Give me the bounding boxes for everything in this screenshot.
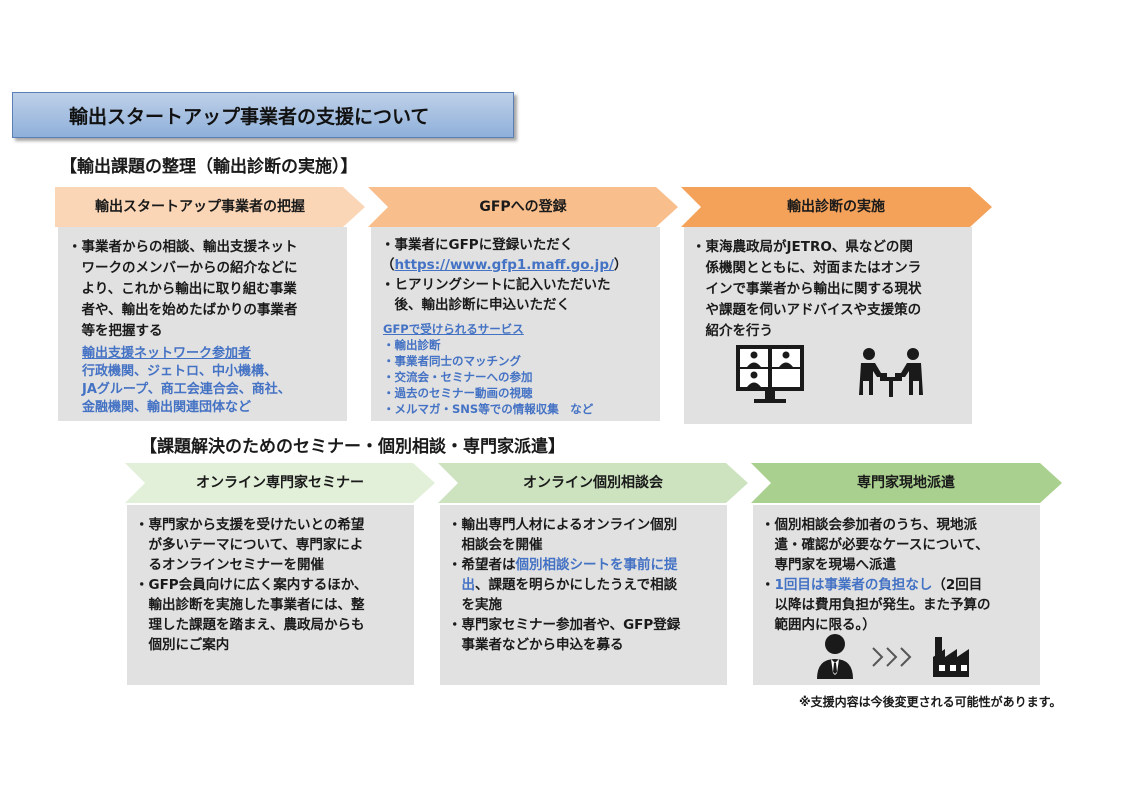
step-box-diagnosis: ・東海農政局がJETRO、県などの関 係機関とともに、対面またはオンラ インで事… bbox=[684, 227, 972, 424]
gfp-service-item: ・輸出診断 bbox=[383, 338, 441, 352]
grasp-line-3: より、これから輸出に取り組む事業 bbox=[68, 281, 297, 297]
step-label-grasp: 輸出スタートアップ事業者の把握 bbox=[95, 199, 305, 215]
meeting-table-icon bbox=[856, 347, 926, 399]
dispatch-line-6: 範囲内に限る。） bbox=[761, 617, 876, 633]
seminar-line-1: ・専門家から支援を受けたいとの希望 bbox=[135, 517, 365, 533]
step-box-dispatch: ・個別相談会参加者のうち、現地派 遣・確認が必要なケースについて、 専門家を現場… bbox=[753, 505, 1040, 685]
network-members-line-2: JAグループ、商工会連合会、商社、 bbox=[82, 382, 291, 397]
consultation-sheet-highlight: 個別相談シートを事前に提 bbox=[515, 557, 678, 573]
dispatch-line-2: 遣・確認が必要なケースについて、 bbox=[761, 537, 989, 553]
gfp-link-close: ） bbox=[613, 257, 628, 273]
seminar-line-3: るオンラインセミナーを開催 bbox=[135, 557, 324, 573]
dispatch-line-5: 以降は費用負担が発生。また予算の bbox=[761, 597, 991, 613]
business-person-icon bbox=[815, 633, 855, 679]
dispatch-free-highlight: 1回目は事業者の負担なし bbox=[774, 577, 933, 593]
step-label-seminar: オンライン専門家セミナー bbox=[196, 475, 364, 491]
consultation-line-3: ・希望者は個別相談シートを事前に提 bbox=[448, 555, 678, 576]
step-label-gfp: GFPへの登録 bbox=[479, 199, 567, 215]
step-label-consultation: オンライン個別相談会 bbox=[523, 475, 663, 491]
chevron-shape bbox=[681, 187, 992, 227]
step-box-seminar: ・専門家から支援を受けたいとの希望 が多いテーマについて、専門家によ るオンライ… bbox=[127, 505, 414, 685]
factory-icon bbox=[931, 633, 977, 677]
page-title: 輸出スタートアップ事業者の支援について bbox=[69, 106, 430, 128]
consultation-line-6: ・専門家セミナー参加者や、GFP登録 bbox=[448, 617, 681, 633]
grasp-line-2: ワークのメンバーからの紹介などに bbox=[68, 260, 298, 276]
consultation-indent bbox=[448, 577, 462, 593]
triple-chevron-arrow-icon bbox=[871, 645, 915, 669]
diagnosis-line-1: ・東海農政局がJETRO、県などの関 bbox=[692, 239, 913, 255]
section2-heading: 【課題解決のためのセミナー・個別相談・専門家派遣】 bbox=[140, 437, 565, 457]
title-banner: 輸出スタートアップ事業者の支援について bbox=[12, 92, 514, 138]
seminar-line-5: 輸出診断を実施した事業者には、整 bbox=[135, 597, 365, 613]
seminar-line-6: 理した課題を踏まえ、農政局からも bbox=[135, 617, 365, 633]
consultation-line-5: を実施 bbox=[448, 597, 502, 613]
seminar-line-2: が多いテーマについて、専門家によ bbox=[135, 537, 364, 553]
section1-heading: 【輸出課題の整理（輸出診断の実施）】 bbox=[60, 157, 358, 177]
diagnosis-line-3: インで事業者から輸出に関する現状 bbox=[692, 281, 922, 297]
consultation-sheet-highlight-end: 出 bbox=[461, 577, 476, 593]
gfp-link-open: （ bbox=[381, 257, 395, 273]
step-chevron-grasp: 輸出スタートアップ事業者の把握 bbox=[55, 187, 365, 227]
step-box-grasp: ・事業者からの相談、輸出支援ネット ワークのメンバーからの紹介などに より、これ… bbox=[58, 227, 347, 421]
chevron-shape bbox=[125, 463, 435, 503]
consultation-line-2: 相談会を開催 bbox=[448, 537, 543, 553]
step-box-consultation: ・輸出専門人材によるオンライン個別 相談会を開催 ・希望者は個別相談シートを事前… bbox=[440, 505, 727, 685]
consultation-line-1: ・輸出専門人材によるオンライン個別 bbox=[448, 517, 678, 533]
network-members-line-1: 行政機関、ジェトロ、中小機構、 bbox=[82, 364, 278, 379]
network-members-line-3: 金融機関、輸出関連団体など bbox=[82, 400, 252, 415]
gfp-service-item: ・メルマガ・SNS等での情報収集 など bbox=[383, 402, 594, 416]
consultation-line-4-text: 、課題を明らかにしたうえで相談 bbox=[475, 577, 678, 593]
step-chevron-gfp: GFPへの登録 bbox=[368, 187, 678, 227]
chevron-shape bbox=[438, 463, 748, 503]
diagnosis-line-5: 紹介を行う bbox=[692, 323, 773, 339]
step-box-gfp: ・事業者にGFPに登録いただく （https://www.gfp1.maff.g… bbox=[371, 227, 660, 421]
step-label-diagnosis: 輸出診断の実施 bbox=[787, 199, 885, 215]
footnote: ※支援内容は今後変更される可能性があります。 bbox=[799, 695, 1062, 709]
gfp-website-link[interactable]: https://www.gfp1.maff.go.jp/ bbox=[394, 257, 614, 273]
gfp-service-item: ・事業者同士のマッチング bbox=[383, 354, 521, 368]
consultation-line-3-text: ・希望者は bbox=[448, 557, 516, 573]
video-conference-icon bbox=[734, 343, 806, 405]
diagnosis-line-4: や課題を伺いアドバイスや支援策の bbox=[692, 302, 922, 318]
gfp-line-1: ・事業者にGFPに登録いただく bbox=[381, 237, 574, 253]
gfp-line-3: ・ヒアリングシートに記入いただいた bbox=[381, 277, 611, 293]
grasp-line-4: 者や、輸出を始めたばかりの事業者 bbox=[68, 302, 298, 318]
gfp-link-line: （https://www.gfp1.maff.go.jp/） bbox=[381, 255, 627, 276]
step-chevron-consultation: オンライン個別相談会 bbox=[438, 463, 748, 503]
dispatch-line-4: ・1回目は事業者の負担なし（2回目 bbox=[761, 575, 982, 596]
gfp-service-item: ・過去のセミナー動画の視聴 bbox=[383, 386, 533, 400]
seminar-line-7: 個別にご案内 bbox=[135, 637, 230, 653]
consultation-line-4: 出、課題を明らかにしたうえで相談 bbox=[448, 575, 678, 596]
step-label-dispatch: 専門家現地派遣 bbox=[857, 475, 955, 491]
step-chevron-diagnosis: 輸出診断の実施 bbox=[681, 187, 992, 227]
dispatch-line-1: ・個別相談会参加者のうち、現地派 bbox=[761, 517, 977, 533]
grasp-line-5: 等を把握する bbox=[68, 323, 163, 339]
gfp-service-item: ・交流会・セミナーへの参加 bbox=[383, 370, 533, 384]
diagnosis-line-2: 係機関とともに、対面またはオンラ bbox=[692, 260, 922, 276]
grasp-line-1: ・事業者からの相談、輸出支援ネット bbox=[68, 239, 298, 255]
chevron-shape bbox=[55, 187, 365, 227]
dispatch-line-4-text: （2回目 bbox=[932, 577, 983, 593]
chevron-shape bbox=[368, 187, 678, 227]
network-members-title: 輸出支援ネットワーク参加者 bbox=[82, 346, 252, 361]
dispatch-line-3: 専門家を現場へ派遣 bbox=[761, 557, 896, 573]
step-chevron-dispatch: 専門家現地派遣 bbox=[751, 463, 1062, 503]
gfp-line-4: 後、輸出診断に申込いただく bbox=[381, 297, 570, 313]
dispatch-bullet: ・ bbox=[761, 577, 775, 593]
seminar-line-4: ・GFP会員向けに広く案内するほか、 bbox=[135, 577, 368, 593]
chevron-shape bbox=[751, 463, 1062, 503]
step-chevron-seminar: オンライン専門家セミナー bbox=[125, 463, 435, 503]
consultation-line-7: 事業者などから申込を募る bbox=[448, 637, 624, 653]
gfp-services-title: GFPで受けられるサービス bbox=[383, 322, 524, 336]
